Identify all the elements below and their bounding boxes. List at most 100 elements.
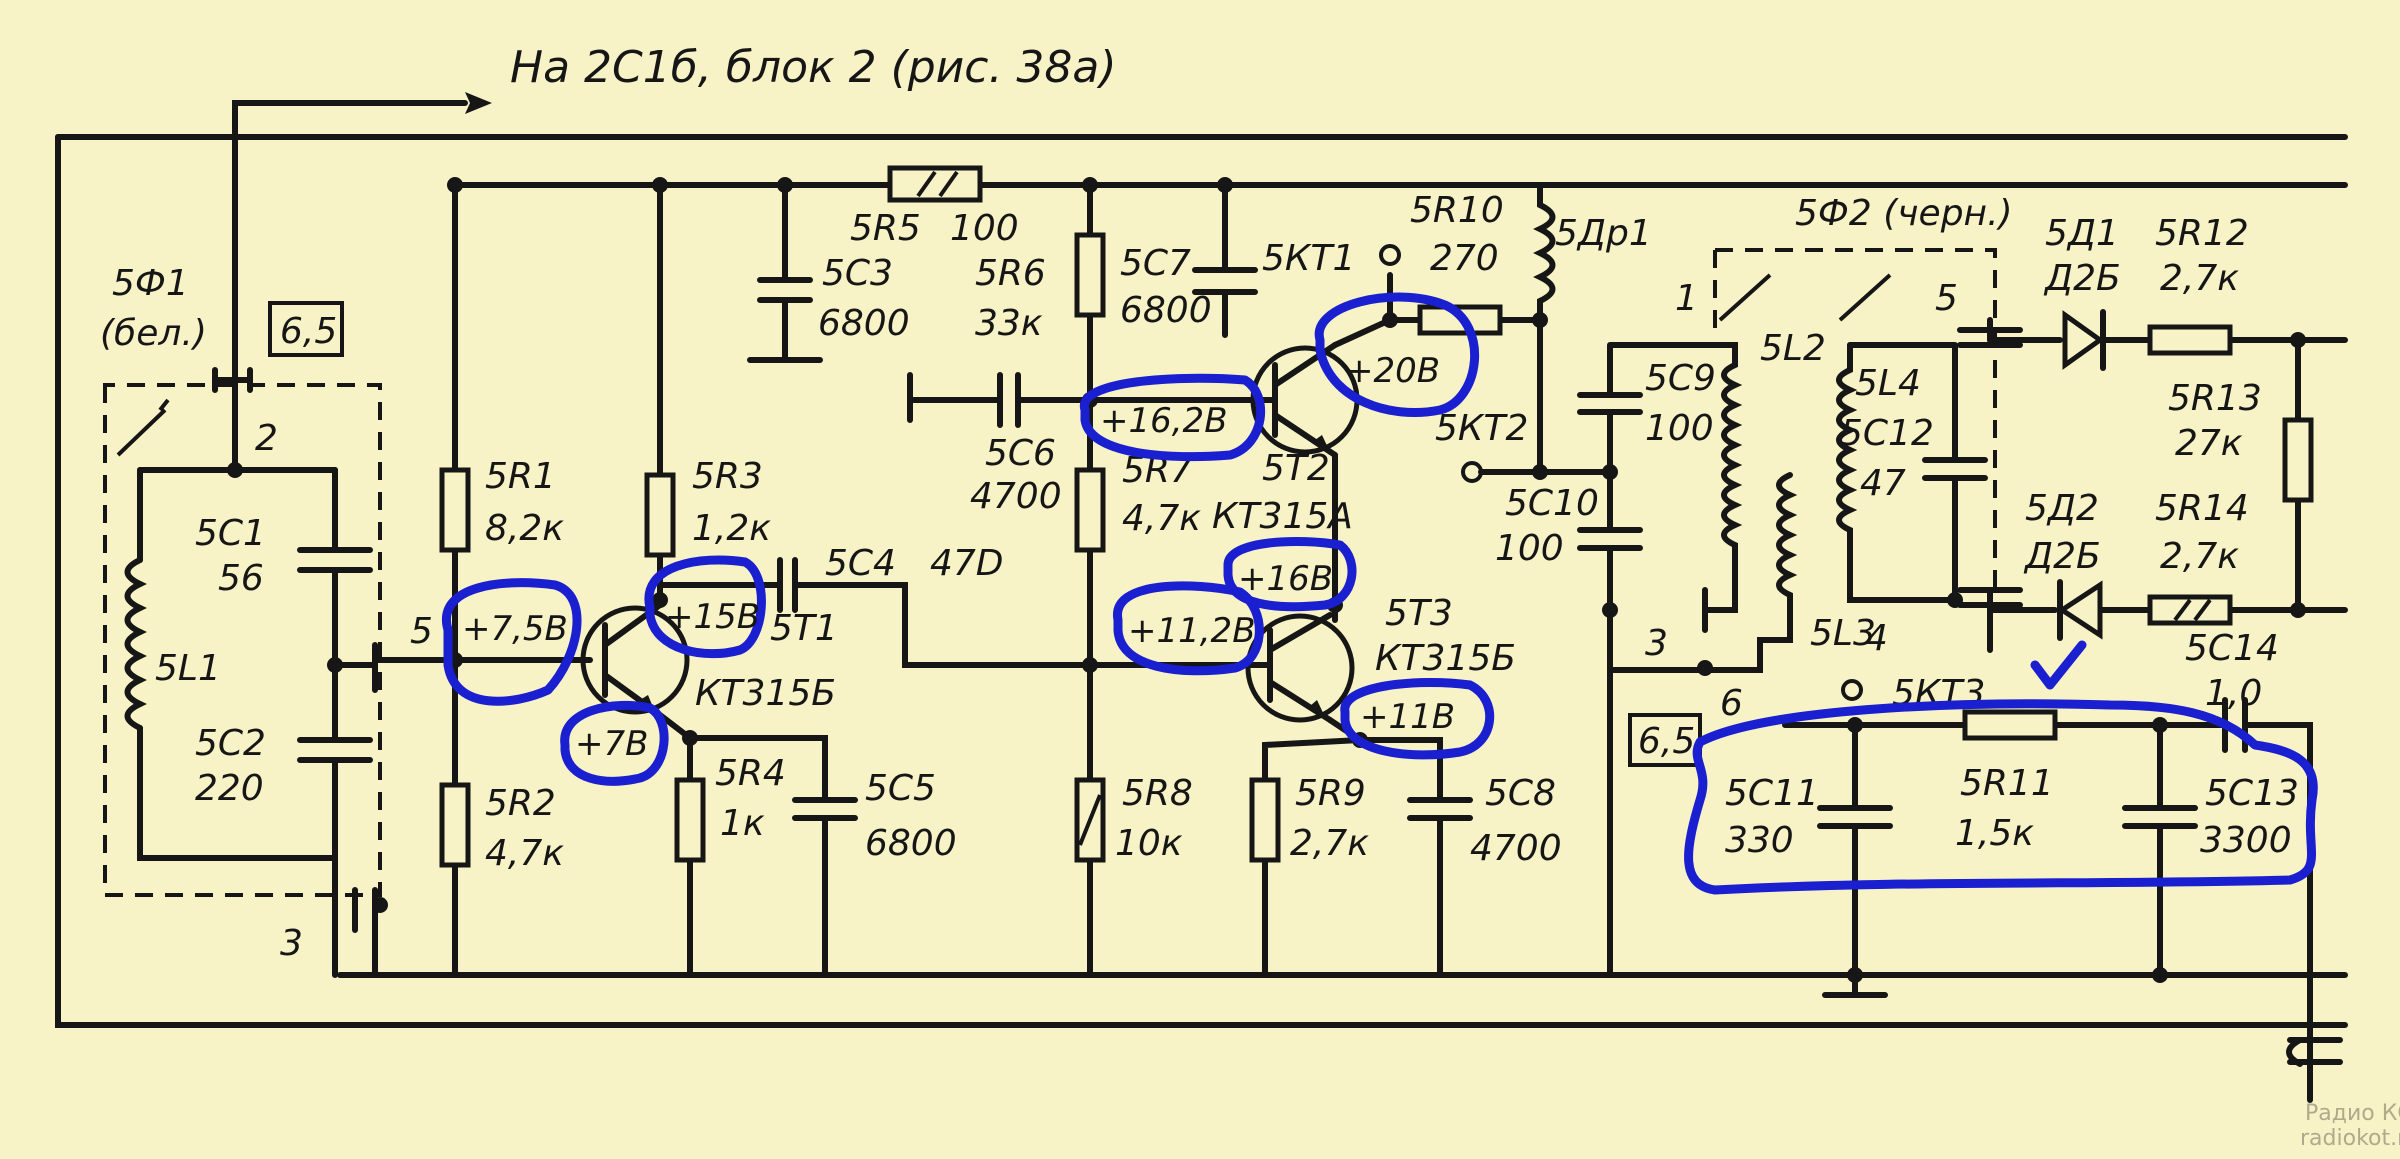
r9-value: 2,7к [1290, 823, 1369, 864]
node-c13-gnd [2152, 967, 2168, 983]
voltage-4: +16,2В [1100, 401, 1228, 441]
r1-value: 8,2к [485, 508, 564, 549]
c14-value: 1,0 [2205, 673, 2262, 714]
filter-f1-label: 5Ф1 [112, 263, 189, 304]
r11-body [1962, 709, 2058, 741]
r14-marks [2173, 598, 2212, 622]
voltage-1: +7,5В [462, 609, 568, 649]
f2-pin4: 4 [1865, 618, 1888, 659]
r9-ref: 5R9 [1295, 773, 1366, 814]
c12-stack [1847, 342, 1988, 603]
r8-mark [1078, 794, 1102, 846]
r2-value: 4,7к [485, 833, 564, 874]
node-f1-top [227, 462, 243, 478]
c4-value: 47D [930, 543, 1004, 584]
kt1-label: 5КТ1 [1262, 238, 1355, 279]
r6-body [1074, 232, 1106, 318]
node-kt2 [1532, 464, 1548, 480]
c10-value: 100 [1495, 528, 1564, 569]
voltage-3: +7В [575, 724, 648, 764]
l2-coil-left [1697, 342, 1743, 633]
c8-path [1357, 737, 1473, 978]
r4-value: 1к [720, 803, 765, 844]
f1-top-cap-stub [212, 367, 253, 393]
r9-body [1249, 777, 1281, 863]
dr1-label: 5Др1 [1555, 213, 1652, 254]
c11-value: 330 [1725, 820, 1794, 861]
header-title: На 2С1б, блок 2 (рис. 38а) [510, 42, 1117, 93]
node-c10-low [1602, 602, 1618, 618]
f2-pin1: 1 [1675, 278, 1698, 319]
t3-symbol-icon [1087, 612, 1333, 723]
annotations: +7,5В +15В +7В +16,2В +20В +16В +11,2В +… [441, 292, 2318, 895]
c11-ref: 5С11 [1725, 773, 1819, 814]
r5-marks [916, 170, 959, 198]
r2-ref: 5R2 [485, 783, 556, 824]
voltage-mark-3 [560, 700, 669, 786]
f1-pin3: 3 [280, 923, 303, 964]
c5-ref: 5С5 [865, 768, 936, 809]
c3-ref: 5С3 [822, 253, 893, 294]
r14-value: 2,7к [2160, 536, 2239, 577]
node-c3 [777, 177, 793, 193]
r11-ref: 5R11 [1960, 763, 2054, 804]
c12-value: 47 [1860, 463, 1906, 504]
c6-path [907, 372, 1093, 428]
f2-out-cap-bottom [1957, 587, 2023, 653]
r13-value: 27к [2175, 423, 2243, 464]
filter-f2-label: 5Ф2 (черн.) [1795, 193, 2013, 234]
d2-ref: 5Д2 [2025, 488, 2099, 529]
r5-value: 100 [950, 208, 1019, 249]
voltage-mark-1 [441, 578, 582, 706]
node-c10-mid [1602, 464, 1618, 480]
c4-path [657, 557, 1093, 668]
c2-ref: 5С2 [195, 723, 266, 764]
t3-ref: 5Т3 [1385, 593, 1453, 634]
kt1-test-point [1379, 244, 1401, 266]
c13-value: 3300 [2200, 820, 2292, 861]
filter-f1-box-label: 6,5 [280, 311, 337, 352]
t1-body-icon [580, 605, 690, 715]
c3-stack [747, 182, 823, 363]
r13-body [2282, 417, 2314, 503]
l1-bottom-lead [137, 725, 338, 861]
r14-ref: 5R14 [2155, 488, 2249, 529]
l3-coil [1607, 472, 1798, 673]
r11-value: 1,5к [1955, 813, 2034, 854]
voltage-mark-7 [1113, 581, 1264, 676]
voltage-5: +20В [1345, 351, 1440, 391]
c9-value: 100 [1645, 408, 1714, 449]
t1-type: КТ315Б [695, 673, 836, 714]
node-r1-top [447, 177, 463, 193]
l1-coil [124, 557, 147, 731]
c9-ref: 5С9 [1645, 358, 1716, 399]
output-rc-wire [1782, 697, 2313, 1103]
r12-ref: 5R12 [2155, 213, 2249, 254]
node-r13-top [2290, 332, 2306, 348]
c4-ref: 5С4 [825, 543, 896, 584]
kt2-label: 5КТ2 [1435, 408, 1528, 449]
node-r14-right [2290, 602, 2306, 618]
node-l3 [1697, 660, 1713, 676]
r5-ref: 5R5 [850, 208, 921, 249]
t2-emitter-arrow-icon [1315, 435, 1330, 452]
c8-ref: 5С8 [1485, 773, 1556, 814]
filter-f1-box [268, 301, 344, 357]
c1-c2-stack [297, 467, 373, 861]
node-c11 [1847, 717, 1863, 733]
c12-ref: 5С12 [1840, 413, 1934, 454]
f2-pin3: 3 [1645, 623, 1668, 664]
frame-bottom-rail [55, 134, 2348, 1028]
r14-body [2147, 594, 2233, 626]
node-t1-collector [652, 592, 668, 608]
r3-value: 1,2к [692, 508, 771, 549]
l2-label: 5L2 [1760, 328, 1826, 369]
voltage-8: +11В [1360, 697, 1455, 737]
voltage-7: +11,2В [1128, 611, 1256, 651]
filter-f2-outline [1713, 248, 1997, 590]
node-c13 [2152, 717, 2168, 733]
c7-ref: 5С7 [1120, 243, 1191, 284]
d1-ref: 5Д1 [2045, 213, 2119, 254]
c10-ref: 5С10 [1505, 483, 1599, 524]
voltage-2: +15В [665, 597, 760, 637]
